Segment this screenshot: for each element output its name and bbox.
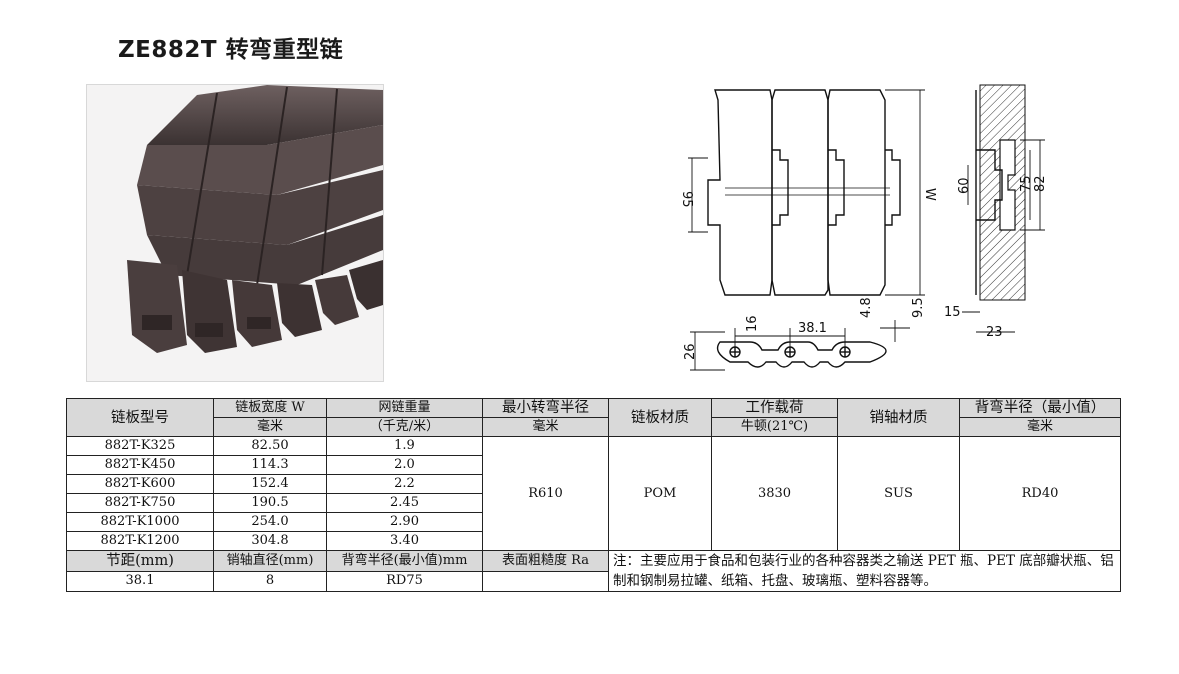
cell-model: 882T-K600 [66,474,214,494]
unit-load: 牛顿(21℃) [711,417,838,437]
header-pin-material: 销轴材质 [837,398,960,437]
cell-model: 882T-K450 [66,455,214,475]
header-back-radius: 背弯半径（最小值） [959,398,1121,418]
table-footer-value-row: 38.1 8 RD75 [66,570,1121,592]
table-row: 882T-K750 190.5 2.45 [66,493,1121,513]
dim-23: 23 [986,325,1003,340]
footer-note: 注：主要应用于食品和包装行业的各种容器类之输送 PET 瓶、PET 底部瓣状瓶、… [608,550,1121,592]
cell-material: POM [608,436,712,551]
footer-pitch-value: 38.1 [66,570,214,592]
dim-38-1: 38.1 [798,321,827,336]
cell-width: 82.50 [213,436,327,456]
unit-radius: 毫米 [482,417,609,437]
cell-model: 882T-K750 [66,493,214,513]
dim-60: 60 [957,177,972,194]
cell-width: 114.3 [213,455,327,475]
footer-pitch-label: 节距(mm) [66,550,214,572]
unit-back-radius: 毫米 [959,417,1121,437]
dim-w: W [922,188,937,201]
table-unit-row: 毫米 （千克/米） 毫米 牛顿(21℃) 毫米 [67,417,1121,437]
unit-weight: （千克/米） [326,417,483,437]
cell-weight: 2.0 [326,455,483,475]
header-width: 链板宽度 W [213,398,327,418]
dim-15: 15 [944,305,961,320]
chain-technical-drawing: 95 W 16 38.1 4.8 9.5 26 [680,89,937,371]
cell-width: 304.8 [213,531,327,551]
cell-width: 152.4 [213,474,327,494]
cell-pin-material: SUS [837,436,960,551]
cell-model: 882T-K325 [66,436,214,456]
cell-load: 3830 [711,436,838,551]
dim-16: 16 [745,315,760,332]
cell-width: 254.0 [213,512,327,532]
page-title: ZE882T 转弯重型链 [118,37,344,63]
spec-table: 链板型号 链板宽度 W 网链重量 最小转弯半径 链板材质 工作载荷 销轴材质 背… [66,398,1121,592]
footer-roughness-value [482,570,609,592]
dim-82: 82 [1033,175,1048,192]
table-footer-header-row: 节距(mm) 销轴直径(mm) 背弯半径(最小值)mm 表面粗糙度 Ra 注：主… [66,550,1121,592]
table-row: 882T-K325 82.50 1.9 R610 POM 3830 SUS RD… [66,436,1121,551]
header-model: 链板型号 [66,398,214,437]
dim-4-8: 4.8 [859,297,874,318]
dim-9-5: 9.5 [911,297,926,318]
cell-weight: 2.90 [326,512,483,532]
cell-width: 190.5 [213,493,327,513]
footer-pin-dia-value: 8 [213,570,327,592]
table-row: 882T-K1000 254.0 2.90 [66,512,1121,532]
dim-26: 26 [683,343,698,360]
table-header-row: 链板型号 链板宽度 W 网链重量 最小转弯半径 链板材质 工作载荷 销轴材质 背… [66,398,1121,437]
cell-radius: R610 [482,436,609,551]
cell-back-radius: RD40 [959,436,1121,551]
footer-back-radius-label: 背弯半径(最小值)mm [326,550,483,572]
cell-model: 882T-K1200 [66,531,214,551]
chain-section-drawing: 60 75 82 15 23 [944,84,1048,340]
chain-photo-illustration [127,85,383,353]
table-row: 882T-K1200 304.8 3.40 [66,531,1121,551]
chain-photo [86,84,384,382]
dim-75: 75 [1019,175,1034,192]
cell-weight: 1.9 [326,436,483,456]
footer-pin-dia-label: 销轴直径(mm) [213,550,327,572]
header-material: 链板材质 [608,398,712,437]
cell-weight: 2.45 [326,493,483,513]
footer-roughness-label: 表面粗糙度 Ra [482,550,609,572]
footer-back-radius-value: RD75 [326,570,483,592]
cell-model: 882T-K1000 [66,512,214,532]
header-radius: 最小转弯半径 [482,398,609,418]
table-row: 882T-K450 114.3 2.0 [66,455,1121,475]
dim-95: 95 [680,191,694,208]
header-load: 工作载荷 [711,398,838,418]
unit-width: 毫米 [213,417,327,437]
cell-weight: 2.2 [326,474,483,494]
header-weight: 网链重量 [326,398,483,418]
cell-weight: 3.40 [326,531,483,551]
